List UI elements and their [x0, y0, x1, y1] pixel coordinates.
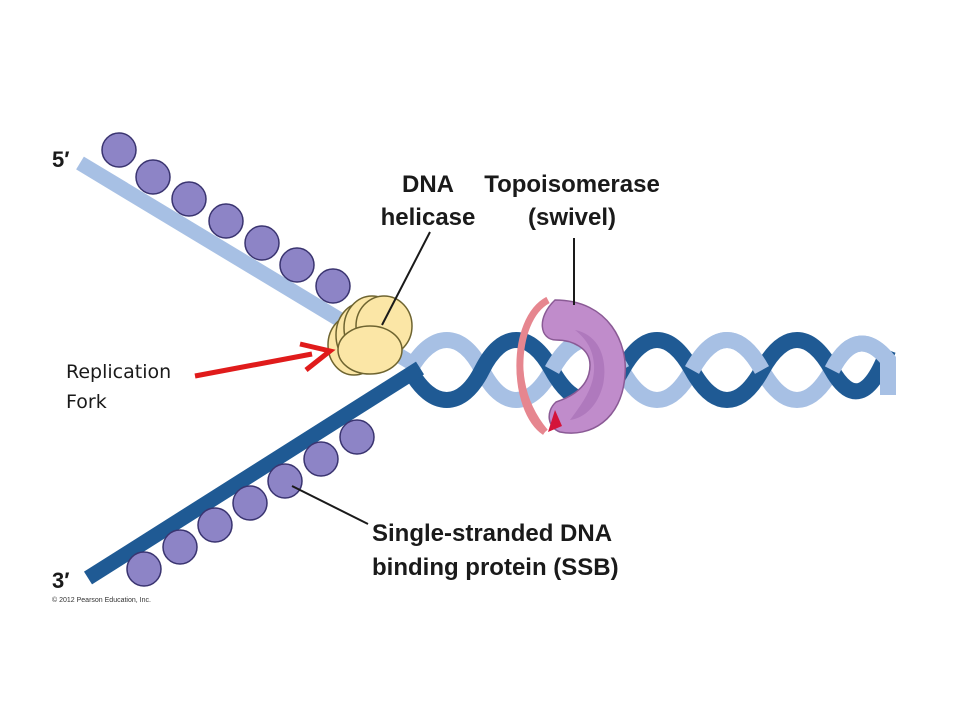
topoisomerase: [516, 299, 627, 435]
ssb-protein-lower-6: [162, 529, 198, 565]
ssb-protein-lower-7: [126, 551, 162, 587]
ssb-protein-upper-1: [101, 132, 137, 168]
ssb-group-upper: [101, 132, 351, 304]
ssb-protein-upper-6: [279, 247, 315, 283]
ssb-protein-upper-2: [135, 159, 171, 195]
ssb-protein-lower-2: [303, 441, 339, 477]
topoisomerase-body: [541, 299, 627, 434]
helicase-label-line1: DNA: [402, 171, 454, 198]
helix-dark-strand: [402, 332, 896, 408]
helix-light-over-2: [684, 332, 770, 375]
replication-fork-arrow: [194, 341, 336, 379]
arrow-shaft: [194, 351, 313, 379]
ssb-protein-lower-1: [339, 419, 375, 455]
ssb-label-line2: binding protein (SSB): [372, 554, 619, 581]
ssb-protein-lower-4: [232, 485, 268, 521]
three-prime-label: 3′: [52, 568, 70, 593]
copyright-notice: © 2012 Pearson Education, Inc.: [52, 596, 151, 604]
helix-light-over-3: [824, 335, 896, 395]
rotation-arrow-icon: [548, 410, 562, 432]
five-prime-label: 5′: [52, 147, 70, 172]
ssb-protein-upper-7: [315, 268, 351, 304]
ssb-protein-lower-5: [197, 507, 233, 543]
parental-strand-3prime: [83, 361, 425, 585]
topo-label-line1: Topoisomerase: [484, 171, 660, 198]
double-helix: [402, 332, 896, 408]
helicase-lobe-front: [337, 325, 403, 375]
helix-light-strand: [402, 332, 896, 408]
topoisomerase-shading: [570, 330, 605, 420]
fork-label-line1: Replication: [66, 361, 171, 383]
topoisomerase-ring-front: [516, 369, 548, 435]
ssb-protein-upper-3: [171, 181, 207, 217]
fork-label-line2: Fork: [66, 391, 107, 413]
ssb-label-line1: Single-stranded DNA: [372, 520, 612, 547]
ssb-protein-lower-3: [267, 463, 303, 499]
dna-helicase: [327, 295, 413, 376]
topo-label-line2: (swivel): [528, 204, 616, 231]
ssb-protein-upper-5: [244, 225, 280, 261]
ssb-leader-line: [291, 485, 369, 525]
ssb-protein-upper-4: [208, 203, 244, 239]
ssb-group-lower: [126, 419, 375, 587]
helicase-label-line2: helicase: [381, 204, 476, 231]
arrow-head-icon: [299, 341, 336, 372]
helicase-leader-line: [381, 231, 431, 326]
